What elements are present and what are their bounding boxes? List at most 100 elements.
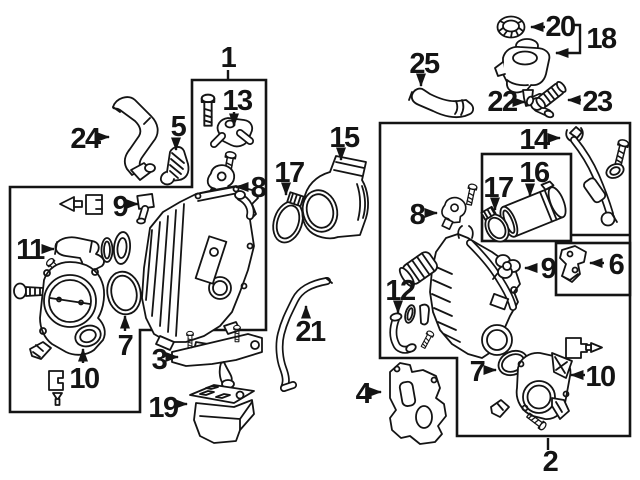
callout-4-label[interactable]: 4 [356, 378, 374, 410]
o-ring-12-drawing [404, 304, 416, 324]
callout-9-left[interactable]: 9 [113, 191, 139, 223]
support-bracket-3-drawing [171, 324, 263, 389]
callout-25-label[interactable]: 25 [409, 48, 441, 80]
callout-17-left-label[interactable]: 17 [274, 157, 305, 189]
callout-15[interactable]: 15 [329, 122, 361, 161]
module-bracket-19-drawing [189, 384, 255, 444]
callout-23[interactable]: 23 [567, 86, 614, 118]
callout-17-right-label[interactable]: 17 [483, 172, 514, 204]
callout-25[interactable]: 25 [409, 48, 441, 87]
callout-24[interactable]: 24 [70, 123, 110, 155]
callout-7-right[interactable]: 7 [470, 356, 497, 388]
callout-10-left-label[interactable]: 10 [69, 363, 100, 395]
callout-18[interactable]: 18 [555, 23, 618, 58]
callout-2[interactable]: 2 [543, 438, 560, 478]
sensor-9-left-drawing [136, 193, 155, 225]
corrugated-tube-drawing [398, 251, 438, 288]
callout-15-label[interactable]: 15 [329, 122, 361, 154]
plug-pin-10-right-drawing [565, 337, 603, 359]
callout-12[interactable]: 12 [385, 275, 416, 314]
callout-16[interactable]: 16 [519, 157, 551, 197]
callout-17-right[interactable]: 17 [483, 172, 514, 211]
cable-clip-left-drawing [29, 341, 52, 360]
callout-1[interactable]: 1 [221, 42, 239, 79]
group-box-6-outline [554, 241, 632, 297]
callout-23-label[interactable]: 23 [582, 86, 614, 118]
hose-clamp-17-left-drawing [272, 191, 305, 244]
callout-7-left-label[interactable]: 7 [118, 330, 135, 362]
sensor-9-right-drawing [492, 254, 521, 280]
callout-22[interactable]: 22 [487, 86, 526, 118]
o-ring-11-drawing [100, 237, 114, 263]
callout-10-left[interactable]: 10 [69, 348, 100, 395]
callout-20-label[interactable]: 20 [545, 11, 576, 43]
callout-9-right[interactable]: 9 [524, 253, 559, 285]
callout-8-right-label[interactable]: 8 [410, 199, 428, 231]
callout-9-left-label[interactable]: 9 [113, 191, 131, 223]
callout-21[interactable]: 21 [295, 305, 327, 348]
group-box-1-outline [8, 78, 268, 414]
callout-5[interactable]: 5 [171, 111, 189, 151]
intake-elbow-15-drawing [301, 155, 369, 240]
air-hose-24-drawing [112, 96, 159, 181]
charge-pipe-16-drawing [499, 180, 567, 238]
callout-8-left[interactable]: 8 [235, 172, 269, 204]
callout-13-label[interactable]: 13 [222, 85, 254, 117]
callout-13[interactable]: 13 [222, 85, 254, 127]
bolt-12-drawing [419, 329, 436, 350]
callout-21-label[interactable]: 21 [295, 316, 327, 348]
callout-10-right[interactable]: 10 [570, 361, 616, 393]
callout-9-right-label[interactable]: 9 [541, 253, 559, 285]
callout-5-label[interactable]: 5 [171, 111, 189, 143]
callout-2-label[interactable]: 2 [543, 446, 560, 478]
callout-20[interactable]: 20 [530, 11, 576, 43]
callout-11-label[interactable]: 11 [16, 234, 47, 266]
callout-19-label[interactable]: 19 [148, 392, 180, 424]
group-box-16-17-outline [480, 152, 573, 243]
callout-8-left-label[interactable]: 8 [251, 172, 269, 204]
support-rod-14-drawing [565, 126, 618, 227]
callout-3[interactable]: 3 [152, 344, 179, 376]
group-boxes [8, 78, 632, 438]
air-hose-25-drawing [408, 87, 475, 119]
callout-1-label[interactable]: 1 [221, 42, 239, 74]
callout-22-label[interactable]: 22 [487, 86, 518, 118]
callout-14-label[interactable]: 14 [519, 124, 551, 156]
callout-11[interactable]: 11 [16, 234, 55, 266]
o-ring-7-left-drawing [106, 270, 142, 316]
callout-24-label[interactable]: 24 [70, 123, 102, 155]
group-box-2-outline [378, 121, 632, 438]
vent-hose-21-drawing [275, 277, 333, 392]
callout-6[interactable]: 6 [589, 249, 627, 281]
bolt-14-drawing [612, 138, 630, 167]
callout-4[interactable]: 4 [356, 378, 382, 410]
callout-16-label[interactable]: 16 [519, 157, 551, 189]
callout-10-right-label[interactable]: 10 [585, 361, 616, 393]
bracket-6-drawing [559, 245, 587, 283]
sensor-8-right-drawing [441, 196, 467, 231]
clip-10-right-drawing [490, 399, 510, 418]
pressure-cap-20-drawing [496, 15, 526, 39]
callout-7-right-label[interactable]: 7 [470, 356, 487, 388]
bolt-13-drawing [200, 93, 216, 127]
grommet-14-drawing [605, 163, 625, 179]
callout-3-label[interactable]: 3 [152, 344, 170, 376]
callouts-layer: 1 13 5 8 17 15 24 9 [16, 11, 627, 478]
callout-14[interactable]: 14 [519, 124, 561, 156]
callout-7-left[interactable]: 7 [118, 315, 135, 362]
throttle-body-10-left-drawing [39, 261, 106, 356]
connector-pipe-23-drawing [535, 81, 567, 109]
grommet-11-drawing [113, 231, 131, 265]
callout-18-label[interactable]: 18 [586, 23, 618, 55]
callout-8-right[interactable]: 8 [410, 199, 438, 231]
callout-17-left[interactable]: 17 [274, 157, 305, 196]
bracket-wedge-10-right-drawing [551, 397, 570, 420]
bolt-8-right-drawing [464, 182, 479, 207]
callout-12-label[interactable]: 12 [385, 275, 416, 307]
callout-6-label[interactable]: 6 [609, 249, 627, 281]
retainer-clip-5-drawing [159, 146, 190, 186]
callout-19[interactable]: 19 [148, 392, 188, 424]
seal-12-drawing [419, 303, 430, 326]
plug-pin-9-left-drawing [59, 194, 103, 215]
